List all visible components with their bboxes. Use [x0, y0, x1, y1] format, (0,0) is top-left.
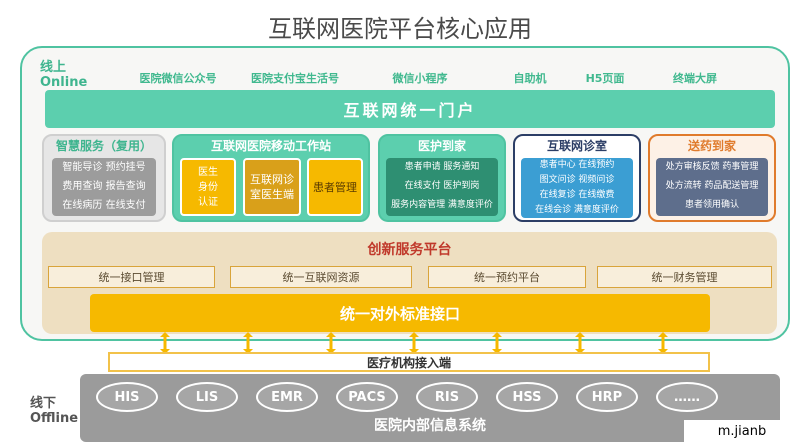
online-label-cn: 线上	[40, 60, 67, 75]
offline-label-cn: 线下	[30, 396, 57, 411]
channel-alipay: 医院支付宝生活号	[251, 72, 339, 85]
innovation-title: 创新服务平台	[367, 242, 452, 258]
watermark: m.jianb	[684, 420, 800, 442]
channel-mini-program: 微信小程序	[392, 72, 448, 85]
system-node: ……	[656, 382, 718, 412]
double-arrow-icon	[160, 332, 170, 354]
internal-systems-title: 医院内部信息系统	[374, 418, 486, 434]
mobile-workstation-title: 互联网医院移动工作站	[210, 138, 331, 153]
system-node: PACS	[336, 382, 398, 412]
smart-service-row: 在线病历 在线支付	[62, 200, 146, 211]
online-label-en: Online	[40, 75, 88, 90]
patient-mgmt-box: 患者管理	[307, 158, 363, 216]
channel-h5: H5页面	[585, 72, 625, 85]
offline-label-en: Offline	[30, 411, 79, 426]
page-title: 互联网医院平台核心应用	[268, 14, 532, 43]
smart-service-row: 智能导诊 预约挂号	[62, 162, 146, 173]
clinic-list: 患者中心 在线预约 图文问诊 视频问诊 在线复诊 在线缴费 在线会诊 满意度评价	[521, 158, 633, 218]
channel-wechat-account: 医院微信公众号	[139, 72, 217, 85]
system-node: HIS	[96, 382, 158, 412]
nursing-row: 患者申请 服务通知	[404, 162, 480, 172]
double-arrow-icon	[492, 332, 502, 354]
drug-delivery-row: 处方流转 药品配送管理	[665, 181, 759, 191]
nursing-row: 在线支付 医护到岗	[404, 181, 480, 191]
unified-interface: 统一对外标准接口	[90, 294, 710, 332]
doctor-client-box: 互联网诊 室医生端	[243, 158, 301, 216]
clinic-row: 在线会诊 满意度评价	[535, 205, 619, 215]
innovation-item: 统一预约平台	[428, 266, 586, 288]
doctor-auth-box: 医生 身份 认证	[180, 158, 236, 216]
clinic-row: 患者中心 在线预约	[539, 160, 615, 170]
innovation-item: 统一互联网资源	[230, 266, 412, 288]
unified-portal: 互联网统一门户	[45, 90, 775, 128]
system-node: HSS	[496, 382, 558, 412]
nursing-title: 医护到家	[417, 138, 466, 153]
smart-service-title: 智慧服务（复用）	[55, 138, 152, 153]
clinic-row: 在线复诊 在线缴费	[539, 190, 615, 200]
smart-service-row: 费用查询 报告查询	[62, 181, 146, 192]
double-arrow-icon	[326, 332, 336, 354]
clinic-row: 图文问诊 视频问诊	[539, 175, 615, 185]
channel-kiosk: 自助机	[513, 72, 547, 85]
offline-label: 线下 Offline	[30, 396, 78, 426]
double-arrow-icon	[575, 332, 585, 354]
access-layer: 医疗机构接入端	[108, 352, 710, 372]
system-node: RIS	[416, 382, 478, 412]
innovation-item: 统一接口管理	[48, 266, 215, 288]
online-label: 线上 Online	[40, 60, 87, 90]
channel-big-screen: 终端大屏	[673, 72, 717, 85]
smart-service-list: 智能导诊 预约挂号 费用查询 报告查询 在线病历 在线支付	[52, 158, 156, 216]
drug-delivery-row: 处方审核反馈 药事管理	[665, 162, 759, 172]
double-arrow-icon	[658, 332, 668, 354]
double-arrow-icon	[243, 332, 253, 354]
innovation-item: 统一财务管理	[597, 266, 772, 288]
system-node: EMR	[256, 382, 318, 412]
double-arrow-icon	[409, 332, 419, 354]
drug-delivery-title: 送药到家	[687, 138, 736, 153]
system-node: LIS	[176, 382, 238, 412]
drug-delivery-row: 患者领用确认	[684, 200, 739, 210]
nursing-row: 服务内容管理 满意度评价	[391, 200, 493, 210]
clinic-title: 互联网诊室	[546, 138, 607, 153]
drug-delivery-list: 处方审核反馈 药事管理 处方流转 药品配送管理 患者领用确认	[656, 158, 768, 216]
system-node: HRP	[576, 382, 638, 412]
nursing-list: 患者申请 服务通知 在线支付 医护到岗 服务内容管理 满意度评价	[386, 158, 498, 216]
